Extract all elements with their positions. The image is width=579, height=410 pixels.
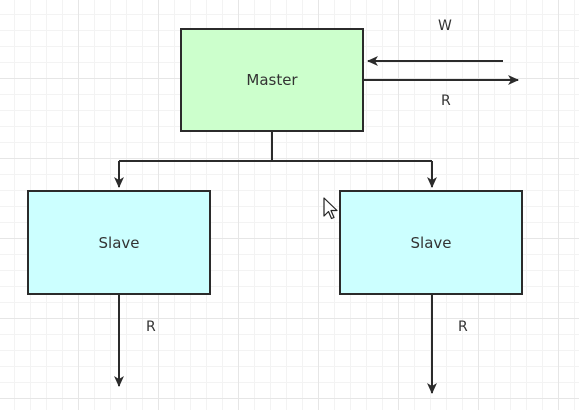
- mouse-pointer-icon: [323, 197, 338, 220]
- slave-left-node[interactable]: Slave: [27, 190, 211, 295]
- slave-left-read-label: R: [146, 319, 156, 335]
- slave-right-read-label: R: [458, 319, 468, 335]
- slave-right-node[interactable]: Slave: [339, 190, 523, 295]
- slave-left-node-label: Slave: [98, 233, 140, 252]
- slave-right-node-label: Slave: [410, 233, 452, 252]
- master-read-label: R: [441, 93, 451, 109]
- write-label: W: [438, 18, 452, 34]
- master-node-label: Master: [246, 71, 298, 89]
- master-node[interactable]: Master: [180, 28, 364, 132]
